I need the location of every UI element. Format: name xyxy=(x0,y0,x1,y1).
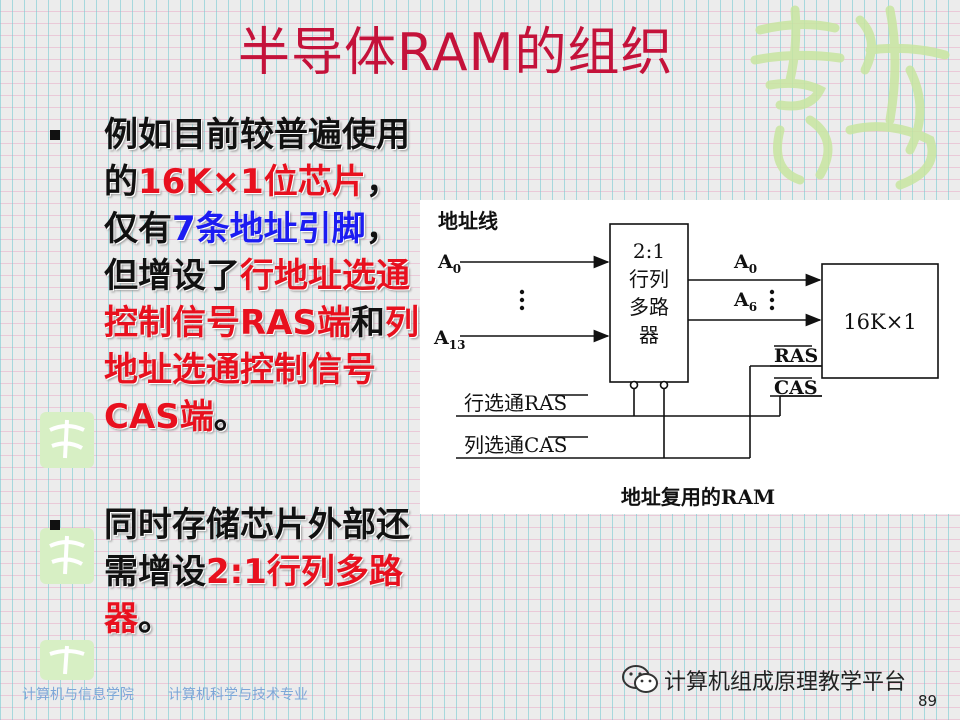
bullet-text-1: 例如目前较普遍使用的16K×1位芯片，仅有7条地址引脚，但增设了行地址选通控制信… xyxy=(104,115,419,437)
ras-pin-label: RAS xyxy=(774,345,818,367)
stamp-decoration xyxy=(40,640,94,680)
row-strobe-label: 行选通RAS xyxy=(464,391,567,415)
bullet-item-2: 同时存储芯片外部还需增设2:1行列多路器。 xyxy=(50,502,420,643)
svg-text:A13: A13 xyxy=(433,327,465,352)
svg-text:A6: A6 xyxy=(733,289,757,314)
bullet-text-2: 同时存储芯片外部还需增设2:1行列多路器。 xyxy=(104,505,410,639)
bullet-item-1: 例如目前较普遍使用的16K×1位芯片，仅有7条地址引脚，但增设了行地址选通控制信… xyxy=(50,112,420,441)
bullet-marker xyxy=(50,520,60,530)
platform-name: 计算机组成原理教学平台 xyxy=(664,670,907,695)
col-strobe-label: 列选通CAS xyxy=(464,433,567,457)
chip-label: 16K×1 xyxy=(843,310,916,334)
mux-box xyxy=(609,223,689,383)
cas-pin-label: CAS xyxy=(774,377,818,399)
page-number: 89 xyxy=(918,692,938,710)
mux-label-line3: 多路 xyxy=(629,295,669,319)
footer-major: 计算机科学与技术专业 xyxy=(168,687,308,703)
mux-label-line4: 器 xyxy=(639,323,659,347)
address-lines-label: 地址线 xyxy=(438,209,498,233)
stamp-decoration xyxy=(40,412,94,468)
calligraphy-decoration xyxy=(750,5,950,190)
mux-label-line1: 2:1 xyxy=(633,239,665,263)
stamp-decoration xyxy=(40,528,94,584)
mux-label-line2: 行列 xyxy=(629,267,669,291)
svg-text:A0: A0 xyxy=(437,251,461,276)
footer-left: 计算机与信息学院 计算机科学与技术专业 xyxy=(22,684,342,704)
footer-school: 计算机与信息学院 xyxy=(22,687,134,703)
diagram-svg: 地址线 A0 A13 2:1 行列 多路 器 A0 A6 16K×1 RAS C… xyxy=(433,209,939,509)
diagram-caption: 地址复用的RAM xyxy=(621,485,775,509)
slide-title: 半导体RAM的组织 xyxy=(238,23,674,83)
chip-box xyxy=(821,263,939,379)
bullet-marker xyxy=(50,130,60,140)
svg-text:A0: A0 xyxy=(733,251,757,276)
wechat-icon xyxy=(622,665,658,693)
address-multiplex-diagram: 地址线 A0 A13 2:1 行列 多路 器 A0 A6 16K×1 RAS C… xyxy=(420,200,960,514)
